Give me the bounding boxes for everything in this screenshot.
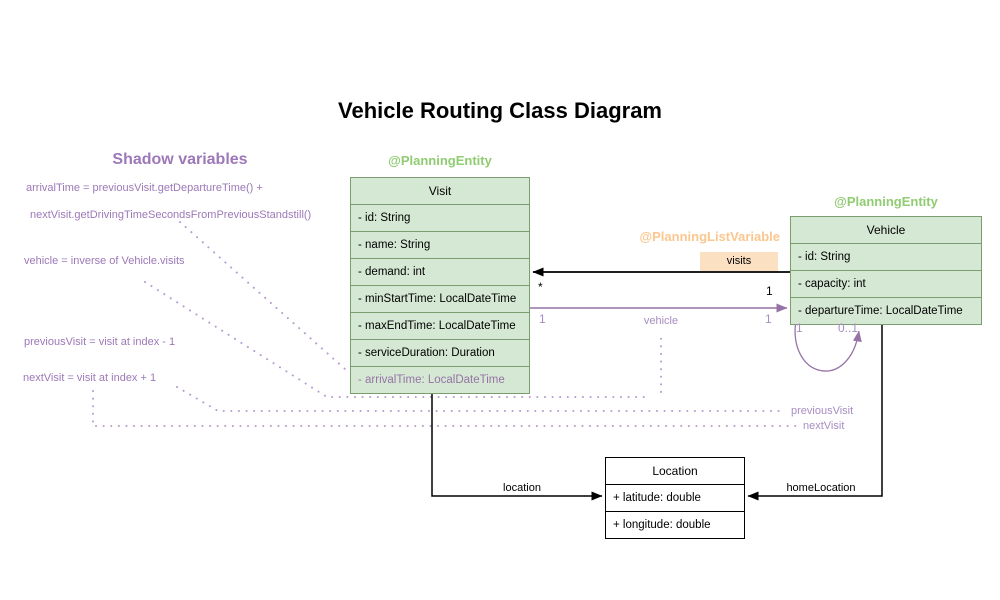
- nextvisit-edge-label: nextVisit: [803, 420, 845, 432]
- vehicle-edge-label: vehicle: [643, 315, 679, 327]
- page-title: Vehicle Routing Class Diagram: [338, 98, 662, 123]
- vehicle-attr-departuretime: - departureTime: LocalDateTime: [791, 297, 981, 324]
- visit-attr-name: - name: String: [351, 231, 529, 258]
- visit-attr-serviceduration: - serviceDuration: Duration: [351, 339, 529, 366]
- visit-class-name: Visit: [428, 184, 452, 198]
- vehicle-attr-capacity: - capacity: int: [791, 270, 981, 297]
- vehicle-attr-id: - id: String: [791, 243, 981, 270]
- shadow-line-vehicle: vehicle = inverse of Vehicle.visits: [24, 255, 185, 267]
- visit-location-line: [431, 386, 603, 501]
- visits-edge-label: visits: [700, 252, 778, 271]
- dotted-previousvisit-link: [176, 386, 787, 412]
- vehicle-homelocation-line: [747, 320, 883, 501]
- visit-attr-demand: - demand: int: [351, 258, 529, 285]
- visits-multiplicity-one: 1: [766, 284, 773, 298]
- vehicle-class-name: Vehicle: [866, 223, 906, 237]
- shadow-line-drivingtime: nextVisit.getDrivingTimeSecondsFromPrevi…: [30, 209, 312, 221]
- previousvisit-edge-label: previousVisit: [791, 405, 854, 417]
- visit-planning-entity-label: @PlanningEntity: [388, 153, 492, 168]
- visits-multiplicity-star: *: [538, 280, 543, 294]
- vehicle-planning-entity-label: @PlanningEntity: [834, 194, 938, 209]
- location-class: Location + latitude: double + longitude:…: [605, 457, 745, 539]
- chain-loop-line: [794, 319, 862, 372]
- vehicle-edge-mult-left: 1: [539, 312, 546, 326]
- dotted-arrivaltime-link: [179, 221, 346, 370]
- visit-attr-minstarttime: - minStartTime: LocalDateTime: [351, 285, 529, 312]
- chain-loop-mult-zeroone: 0..1: [838, 321, 859, 335]
- location-attr-latitude: + latitude: double: [606, 484, 744, 511]
- shadow-line-nextvisit: nextVisit = visit at index + 1: [23, 372, 157, 384]
- vehicle-edge-mult-right: 1: [765, 312, 772, 326]
- visit-attr-id: - id: String: [351, 204, 529, 231]
- shadow-line-previousvisit: previousVisit = visit at index - 1: [24, 336, 176, 348]
- planning-list-variable-label: @PlanningListVariable: [639, 229, 780, 244]
- location-edge-label: location: [503, 482, 541, 494]
- dotted-nextvisit-link: [92, 390, 798, 427]
- location-class-name: Location: [652, 464, 698, 478]
- location-attr-longitude: + longitude: double: [606, 511, 744, 538]
- shadow-variables-heading: Shadow variables: [112, 151, 248, 168]
- shadow-line-arrivaltime: arrivalTime = previousVisit.getDeparture…: [26, 182, 263, 194]
- visit-class: Visit - id: String - name: String - dema…: [350, 177, 530, 394]
- visit-attr-maxendtime: - maxEndTime: LocalDateTime: [351, 312, 529, 339]
- homelocation-edge-label: homeLocation: [786, 482, 856, 494]
- vehicle-class: Vehicle - id: String - capacity: int - d…: [790, 216, 982, 325]
- chain-loop-mult-one: 1: [796, 321, 803, 335]
- visit-attr-arrivaltime: - arrivalTime: LocalDateTime: [351, 366, 529, 393]
